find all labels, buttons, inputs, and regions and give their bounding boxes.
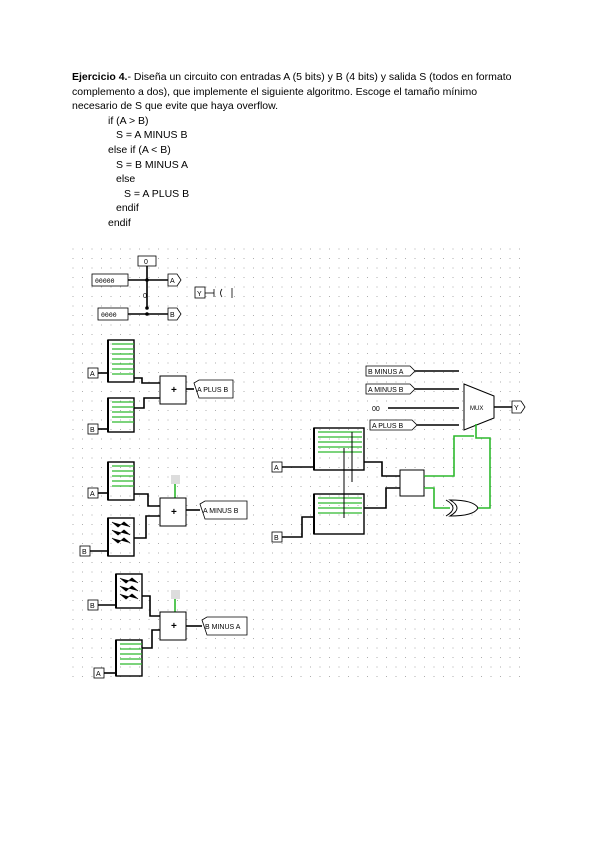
adder2-tunnel: A MINUS B bbox=[203, 508, 239, 515]
pin-y-box bbox=[194, 286, 206, 299]
adder3-pin-a: A bbox=[96, 671, 101, 678]
adder2-op: + bbox=[171, 507, 177, 518]
exercise-statement: Ejercicio 4.- Diseña un circuito con ent… bbox=[72, 70, 512, 114]
adder1-op: + bbox=[171, 385, 177, 396]
input-a-bits: 00000 bbox=[95, 277, 115, 285]
grid-background bbox=[72, 248, 528, 684]
adder2-pin-a: A bbox=[90, 491, 95, 498]
comparator-mux-section: B MINUS A A MINUS B 00 A PLUS B MUX Y A … bbox=[271, 365, 526, 543]
adder-a-minus-b: A B + A MINUS B bbox=[79, 461, 248, 557]
adder2-pin-b: B bbox=[82, 549, 87, 556]
input-b-bits: 0000 bbox=[101, 311, 117, 319]
adder1-pin-a: A bbox=[90, 371, 95, 378]
right-tunnel-amb: A MINUS B bbox=[368, 387, 404, 394]
right-tunnel-apb: A PLUS B bbox=[372, 423, 403, 430]
code-line: else if (A < B) bbox=[108, 143, 171, 156]
pin-b-output bbox=[167, 307, 182, 321]
top-test-section: 0 00000 A 0 Y 0000 B bbox=[91, 255, 233, 321]
code-line: S = A MINUS B bbox=[116, 129, 188, 142]
right-const-sel: 00 bbox=[372, 406, 380, 413]
constant-top-label: 0 bbox=[144, 259, 148, 266]
circuit-diagram: 0 00000 A 0 Y 0000 B A bbox=[72, 248, 528, 684]
code-line: endif bbox=[108, 216, 131, 229]
right-pin-b: B bbox=[274, 535, 279, 542]
adder1-pin-b: B bbox=[90, 427, 95, 434]
exercise-title: Ejercicio 4. bbox=[72, 71, 128, 83]
comparator-block bbox=[399, 469, 425, 497]
adder3-tunnel: B MINUS A bbox=[205, 624, 241, 631]
exercise-text: Ejercicio 4.- Diseña un circuito con ent… bbox=[72, 70, 512, 231]
code-line: S = A PLUS B bbox=[124, 187, 190, 200]
code-line: endif bbox=[116, 202, 139, 215]
adder-b-minus-a: B A + B MINUS A bbox=[87, 573, 248, 679]
pin-b-label: B bbox=[170, 312, 175, 319]
adder3-op: + bbox=[171, 621, 177, 632]
mux-label: MUX bbox=[470, 406, 483, 412]
adder-a-plus-b: A B + A PLUS B bbox=[87, 339, 234, 435]
adder3-pin-b: B bbox=[90, 603, 95, 610]
mux-out-pin: Y bbox=[514, 405, 519, 412]
pin-y-label: Y bbox=[197, 291, 202, 298]
pin-a-output bbox=[167, 273, 182, 287]
code-line: else bbox=[116, 173, 136, 186]
code-line: S = B MINUS A bbox=[116, 158, 189, 171]
constant-mid-label: 0 bbox=[143, 293, 147, 300]
right-pin-a: A bbox=[274, 465, 279, 472]
right-tunnel-bma: B MINUS A bbox=[368, 369, 404, 376]
algorithm-code: if (A > B) S = A MINUS B else if (A < B)… bbox=[72, 114, 512, 231]
code-line: if (A > B) bbox=[108, 114, 149, 127]
exercise-description: - Diseña un circuito con entradas A (5 b… bbox=[72, 71, 512, 113]
adder1-tunnel: A PLUS B bbox=[197, 387, 228, 394]
pin-a-label: A bbox=[170, 278, 175, 285]
